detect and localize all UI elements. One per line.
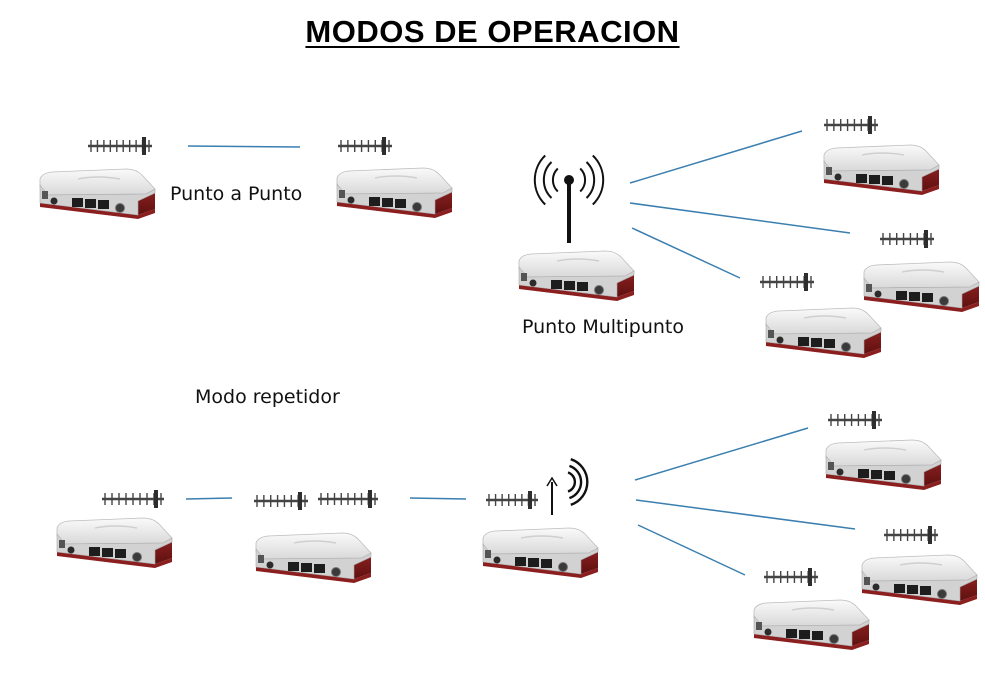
- radio-device-icon: [56, 517, 173, 568]
- radio-device-icon: [861, 554, 978, 605]
- label-point-multipoint: Punto Multipunto: [522, 316, 684, 338]
- yagi-antenna-icon: [760, 273, 814, 291]
- link-line: [629, 202, 851, 234]
- yagi-antenna-icon: [828, 411, 882, 429]
- link-line: [635, 499, 856, 530]
- radio-device-icon: [482, 527, 599, 578]
- yagi-antenna-icon: [88, 137, 152, 155]
- label-repeater-mode: Modo repetidor: [195, 386, 340, 408]
- yagi-antenna-icon: [486, 491, 538, 509]
- yagi-antenna-icon: [338, 137, 392, 155]
- yagi-antenna-icon: [824, 116, 878, 134]
- page-title: MODOS DE OPERACION: [305, 14, 680, 49]
- omni-antenna-icon: [533, 154, 605, 243]
- radio-device-icon: [39, 168, 156, 219]
- radio-device-icon: [825, 439, 942, 490]
- link-line: [637, 524, 746, 576]
- link-line: [631, 227, 741, 279]
- link-line: [187, 145, 301, 148]
- radio-device-icon: [753, 599, 870, 650]
- radio-device-icon: [518, 250, 635, 301]
- link-line: [185, 497, 233, 500]
- radio-device-icon: [255, 532, 372, 583]
- link-lines: [185, 130, 856, 576]
- devices-layer: [39, 144, 980, 650]
- antennas-layer: [88, 116, 938, 586]
- label-point-to-point: Punto a Punto: [170, 183, 303, 205]
- radio-device-icon: [863, 261, 980, 312]
- link-line: [634, 427, 809, 481]
- omni-antenna-icon: [546, 458, 589, 515]
- yagi-antenna-icon: [884, 526, 938, 544]
- yagi-antenna-icon: [254, 492, 308, 510]
- radio-device-icon: [765, 307, 882, 358]
- radio-device-icon: [336, 167, 453, 218]
- yagi-antenna-icon: [318, 490, 378, 508]
- yagi-antenna-icon: [764, 568, 818, 586]
- radio-device-icon: [823, 144, 940, 195]
- yagi-antenna-icon: [880, 230, 934, 248]
- yagi-antenna-icon: [102, 490, 164, 508]
- link-line: [409, 497, 467, 500]
- link-line: [629, 130, 803, 184]
